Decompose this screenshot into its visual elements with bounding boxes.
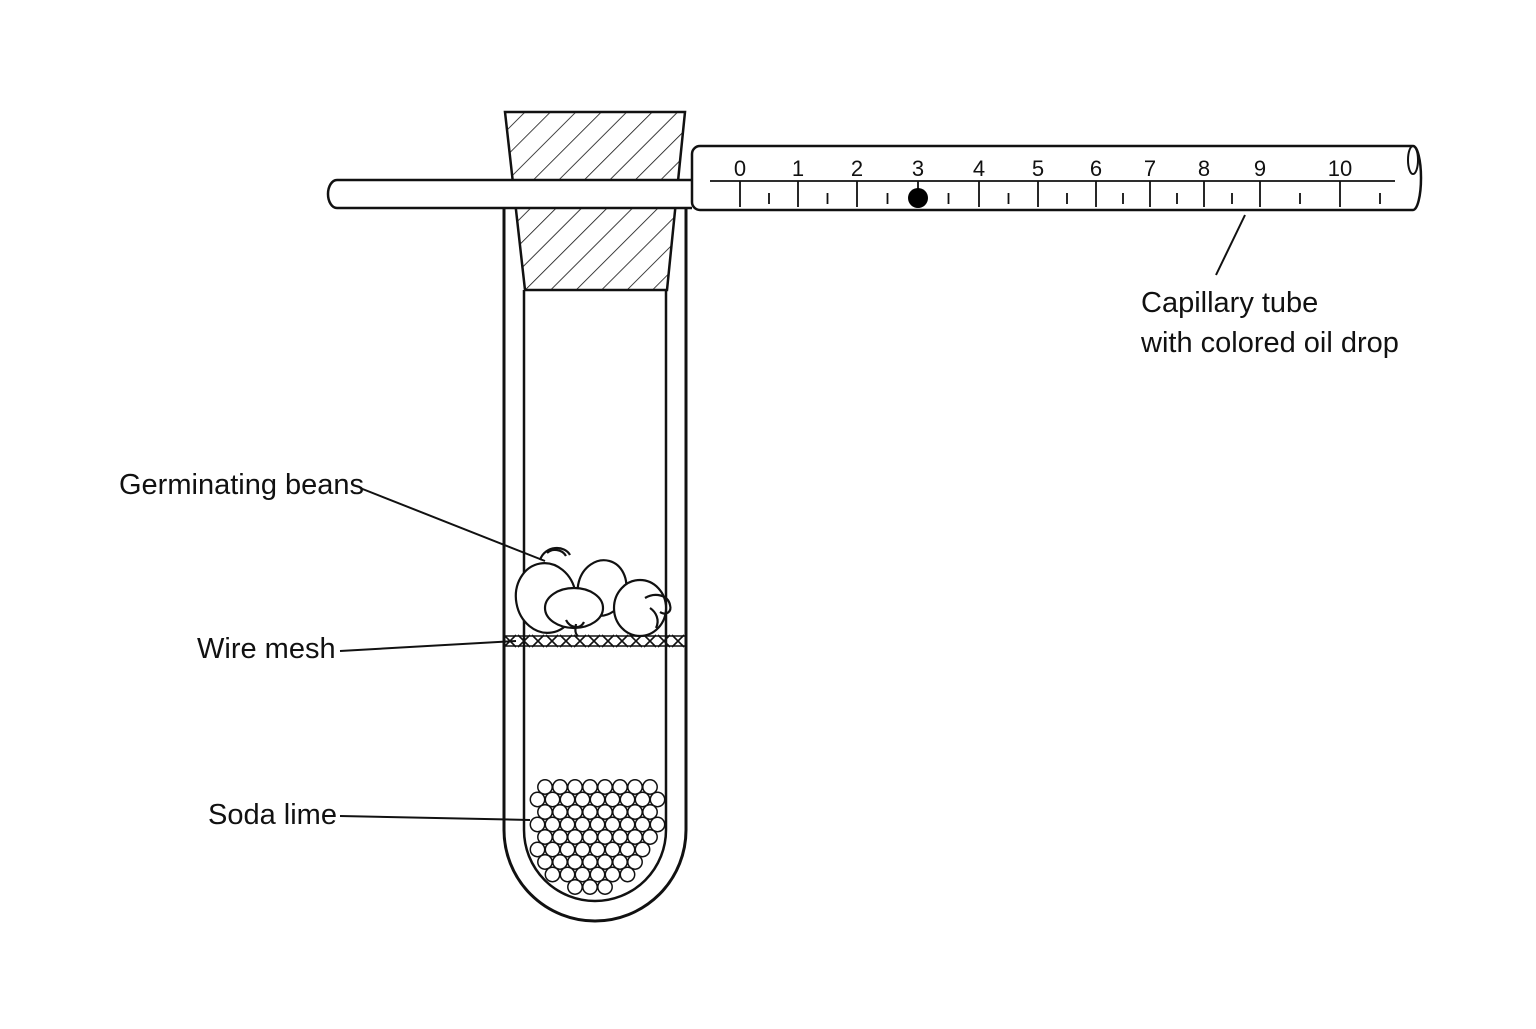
mesh-cross bbox=[517, 634, 531, 648]
glass-tube bbox=[326, 178, 692, 210]
soda-lime-leader-line bbox=[339, 815, 531, 821]
soda-lime-granule bbox=[597, 879, 613, 895]
wire-mesh bbox=[503, 634, 686, 648]
mesh-leader-line bbox=[339, 640, 517, 652]
leader-lines bbox=[339, 214, 1246, 821]
mesh-cross bbox=[559, 634, 573, 648]
mesh-cross bbox=[643, 634, 657, 648]
mesh-cross bbox=[573, 634, 587, 648]
scale-label-1: 1 bbox=[792, 156, 804, 181]
scale-label-9: 9 bbox=[1254, 156, 1266, 181]
scale-label-4: 4 bbox=[973, 156, 985, 181]
beans-leader-line bbox=[359, 487, 546, 562]
scale-label-3: 3 bbox=[912, 156, 924, 181]
scale-label-10: 10 bbox=[1328, 156, 1352, 181]
capillary-scale-labels: 0 1 2 3 4 5 6 7 8 9 10 bbox=[734, 156, 1352, 181]
label-germinating-beans: Germinating beans bbox=[119, 469, 364, 501]
soda-lime-granule bbox=[642, 779, 658, 795]
mesh-cross bbox=[545, 634, 559, 648]
scale-label-8: 8 bbox=[1198, 156, 1210, 181]
scale-label-5: 5 bbox=[1032, 156, 1044, 181]
mesh-cross bbox=[587, 634, 601, 648]
mesh-cross bbox=[615, 634, 629, 648]
mesh-cross bbox=[657, 634, 671, 648]
soda-lime-granule bbox=[544, 866, 561, 883]
scale-label-6: 6 bbox=[1090, 156, 1102, 181]
label-capillary-line1: Capillary tube bbox=[1141, 287, 1318, 319]
soda-lime-granule bbox=[567, 879, 583, 895]
soda-lime-granule bbox=[649, 816, 666, 833]
capillary-leader-line bbox=[1215, 214, 1246, 276]
soda-lime-granules bbox=[529, 779, 666, 895]
soda-lime-granule bbox=[642, 829, 658, 845]
soda-lime-granule bbox=[642, 804, 658, 820]
mesh-cross bbox=[601, 634, 615, 648]
soda-lime-granule bbox=[619, 866, 636, 883]
soda-lime-granule bbox=[634, 841, 651, 858]
mesh-cross bbox=[671, 634, 685, 648]
scale-label-0: 0 bbox=[734, 156, 746, 181]
label-capillary-line2: with colored oil drop bbox=[1140, 327, 1399, 359]
capillary-tube: 0 1 2 3 4 5 6 7 8 9 10 bbox=[690, 144, 1423, 212]
label-wire-mesh: Wire mesh bbox=[197, 633, 336, 665]
oil-drop bbox=[908, 188, 928, 208]
mesh-cross bbox=[531, 634, 545, 648]
soda-lime-granule bbox=[582, 879, 598, 895]
scale-label-2: 2 bbox=[851, 156, 863, 181]
germinating-beans bbox=[514, 547, 672, 638]
soda-lime-granule bbox=[627, 854, 643, 870]
soda-lime-granule bbox=[649, 791, 666, 808]
label-soda-lime: Soda lime bbox=[208, 799, 337, 831]
test-tube bbox=[502, 200, 688, 923]
scale-label-7: 7 bbox=[1144, 156, 1156, 181]
